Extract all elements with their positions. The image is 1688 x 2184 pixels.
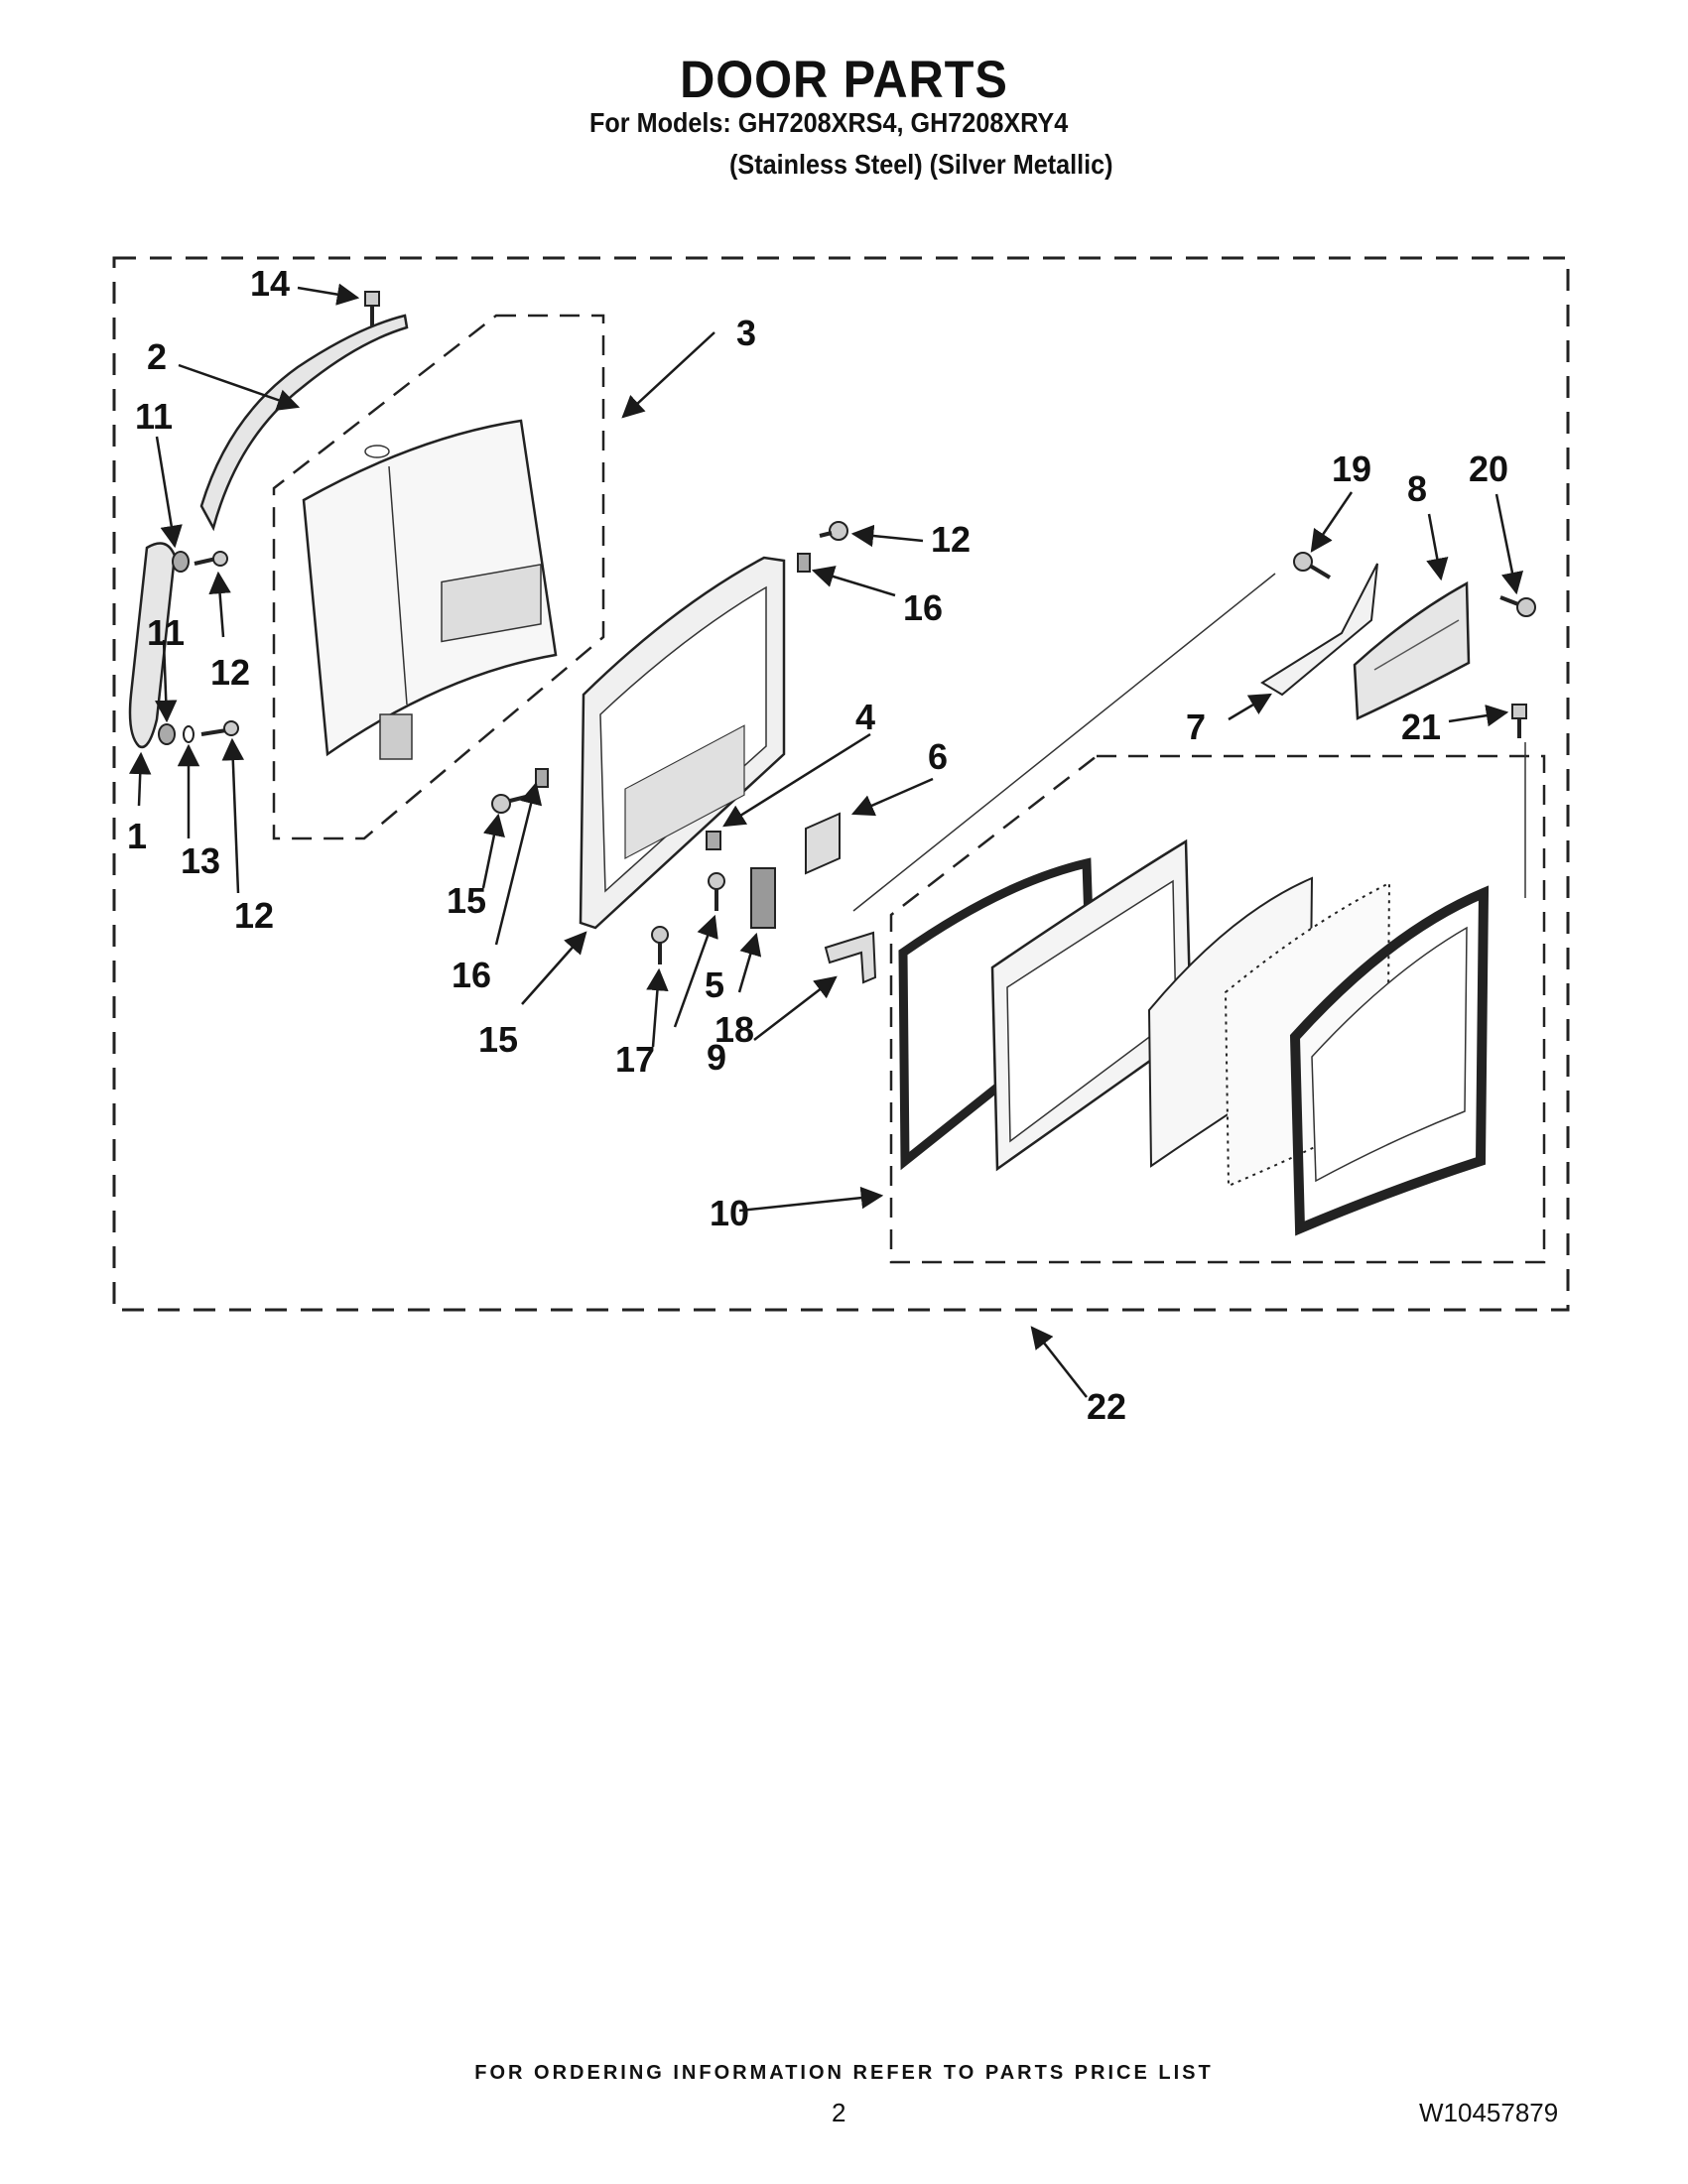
part-4-door-frame [579, 556, 786, 930]
part-15-clip-upper [797, 553, 811, 573]
callout-17: 17 [615, 1039, 655, 1080]
part-11-spacer-upper [172, 551, 190, 573]
part-12-screw-lower [200, 720, 239, 736]
document-number: W10457879 [1419, 2098, 1559, 2127]
callout-3: 3 [736, 313, 756, 353]
callout-5: 5 [705, 964, 724, 1005]
part-12-screw-upper [194, 551, 228, 567]
callout-16: 16 [452, 955, 491, 995]
part-19-screw [1293, 552, 1332, 579]
finish-line: (Stainless Steel) (Silver Metallic) [729, 149, 1113, 180]
callout-12: 12 [210, 652, 250, 693]
part-20-screw [1499, 595, 1536, 617]
callout-1: 1 [127, 816, 147, 856]
part-11-spacer-lower [158, 723, 176, 745]
glass-panel-boundary [272, 314, 605, 840]
callout-4: 4 [855, 697, 875, 737]
window-pack-boundary [889, 754, 1546, 1264]
callout-12: 12 [931, 519, 971, 560]
callout-11: 11 [147, 612, 185, 653]
models-line: For Models: GH7208XRS4, GH7208XRY4 [589, 107, 1069, 138]
alignment-line-upper [852, 573, 1276, 912]
part-15-clip-lower [535, 768, 549, 788]
callout-8: 8 [1407, 468, 1427, 509]
callout-20: 20 [1469, 449, 1508, 489]
part-17-latch-spacer [706, 831, 721, 850]
part-14-screw [364, 291, 380, 327]
part-3-glass-panel [302, 419, 558, 760]
part-16-screw-lower [491, 794, 527, 814]
callout-22: 22 [1087, 1386, 1126, 1427]
part-16-screw-upper [819, 521, 848, 541]
assembly-boundary [112, 256, 1570, 1312]
page-number: 2 [832, 2098, 846, 2127]
part-5-latch [750, 867, 776, 929]
part-9-clip [824, 931, 877, 984]
callout-18: 18 [714, 1009, 754, 1050]
part-2-top-trim [199, 314, 409, 532]
callout-2: 2 [147, 336, 167, 377]
part-6-bracket [805, 812, 841, 875]
callout-21: 21 [1401, 707, 1441, 747]
callout-7: 7 [1186, 707, 1206, 747]
callout-11: 11 [135, 396, 173, 437]
ordering-note: FOR ORDERING INFORMATION REFER TO PARTS … [474, 2062, 1214, 2084]
part-21-screw [1511, 704, 1527, 738]
callout-14: 14 [250, 263, 290, 304]
part-8-vent-trim [1353, 580, 1471, 720]
callout-12: 12 [234, 895, 274, 936]
part-13-washer [183, 725, 195, 743]
callout-16: 16 [903, 587, 943, 628]
callout-15: 15 [447, 880, 486, 921]
callout-19: 19 [1332, 449, 1371, 489]
callout-9: 9 [707, 1037, 726, 1078]
page-title: DOOR PARTS [680, 51, 1008, 109]
leader-lines [128, 283, 1524, 1398]
part-7-insulation [1260, 563, 1378, 697]
callout-10: 10 [710, 1193, 749, 1233]
callout-6: 6 [928, 736, 948, 777]
part-10-window-pack [898, 838, 1490, 1236]
part-18-screws [651, 872, 725, 964]
callout-13: 13 [181, 840, 220, 881]
callout-15: 15 [478, 1019, 518, 1060]
